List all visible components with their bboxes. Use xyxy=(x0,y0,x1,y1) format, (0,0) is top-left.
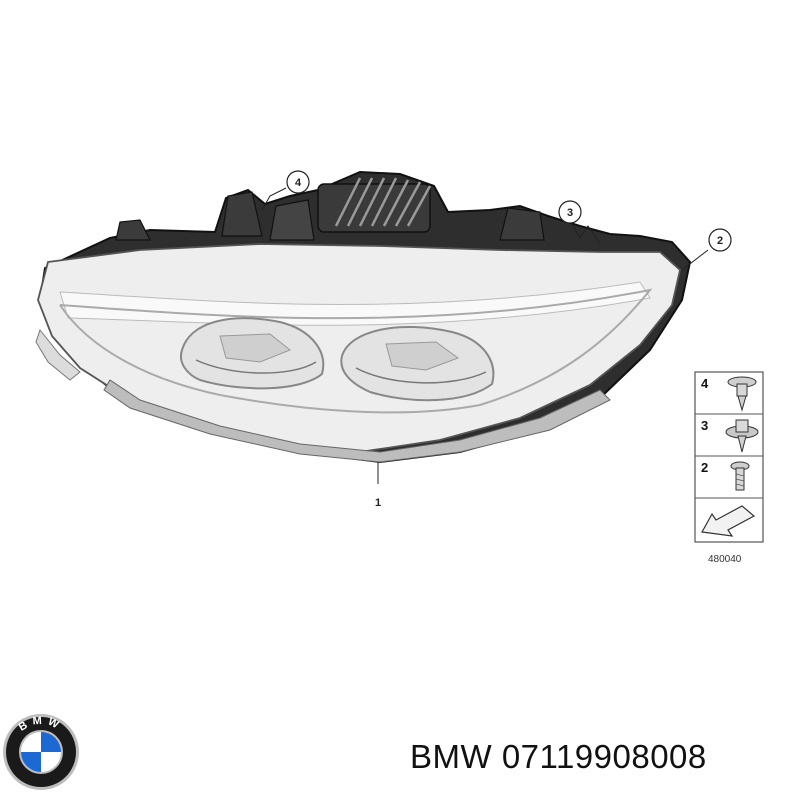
screw-icon xyxy=(727,376,757,412)
parts-diagram: 1 2 3 4 4 3 xyxy=(35,170,764,565)
callout-3-label: 3 xyxy=(567,207,573,219)
bolt-icon xyxy=(730,461,750,491)
mounting-bracket xyxy=(221,191,263,237)
callout-2: 2 xyxy=(681,228,732,271)
callout-1: 1 xyxy=(375,462,381,509)
mounting-bracket xyxy=(499,207,545,241)
headlamp-assembly xyxy=(35,170,692,464)
callout-4: 4 xyxy=(261,170,310,211)
legend-item-3-number: 3 xyxy=(701,418,708,433)
logo-roundel xyxy=(21,732,61,772)
lens-bottom-trim xyxy=(103,379,611,463)
legend-item-4-number: 4 xyxy=(701,376,709,391)
bmw-logo: BMW xyxy=(3,714,79,790)
part-number: 07119908008 xyxy=(501,738,707,775)
drl-contour xyxy=(59,288,653,414)
callout-2-label: 2 xyxy=(717,235,723,247)
projector-module-right xyxy=(340,326,495,402)
brand-name: BMW xyxy=(410,738,493,775)
mounting-bracket xyxy=(269,199,315,241)
mounting-bracket xyxy=(115,219,151,241)
callout-4-label: 4 xyxy=(295,177,302,189)
collar-screw-icon xyxy=(725,419,759,453)
fastener-legend: 4 3 2 480040 xyxy=(694,371,764,565)
callout-1-label: 1 xyxy=(375,497,381,509)
projector-module-left xyxy=(180,317,325,390)
part-caption: BMW 07119908008 xyxy=(410,738,707,776)
legend-reference-code: 480040 xyxy=(708,554,742,565)
callout-3: 3 xyxy=(558,200,601,245)
lens-mounting-tab xyxy=(35,328,81,381)
legend-item-2-number: 2 xyxy=(701,460,708,475)
direction-arrow-icon xyxy=(701,505,756,537)
heat-sink xyxy=(317,177,432,233)
